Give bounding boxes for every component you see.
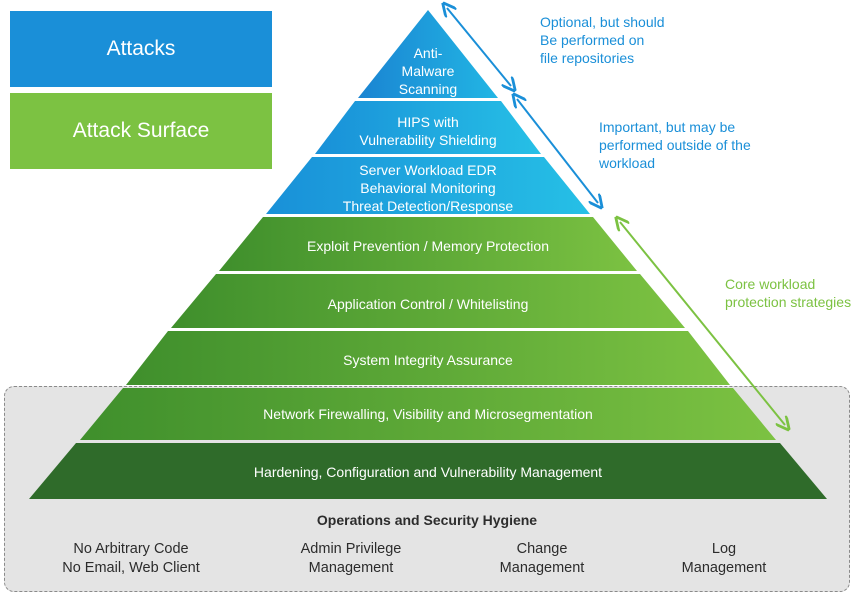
layer-label-line: Malware (401, 63, 455, 79)
note-line: Important, but may be (599, 119, 736, 135)
hygiene-item-log-management: Log Management (634, 540, 814, 578)
layer-label-line: Network Firewalling, Visibility and Micr… (263, 406, 593, 422)
layer-label-line: Vulnerability Shielding (359, 132, 497, 148)
hygiene-item-no-arbitrary-code: No Arbitrary Code No Email, Web Client (41, 540, 221, 578)
layer-hips (315, 101, 541, 154)
hygiene-line: Log (711, 541, 737, 557)
layer-label-line: Exploit Prevention / Memory Protection (307, 238, 549, 254)
hygiene-line: Management (308, 560, 394, 576)
legend-attacks-box: Attacks (10, 11, 272, 87)
hygiene-item-admin-privilege: Admin Privilege Management (261, 540, 441, 578)
layer-label-line: System Integrity Assurance (343, 352, 513, 368)
layer-label-edr: Server Workload EDR Behavioral Monitorin… (298, 161, 558, 215)
arrow-core (620, 222, 785, 425)
hygiene-title: Operations and Security Hygiene (316, 512, 538, 528)
layer-label-line: Hardening, Configuration and Vulnerabili… (253, 464, 603, 480)
layer-label-exploit-prevention: Exploit Prevention / Memory Protection (228, 237, 628, 255)
note-line: workload (599, 155, 656, 171)
layer-label-line: Application Control / Whitelisting (327, 296, 529, 312)
hygiene-line: No Arbitrary Code (73, 541, 189, 557)
legend-attack-surface-box: Attack Surface (10, 93, 272, 169)
hygiene-line: Change (516, 541, 568, 557)
layer-label-network-firewalling: Network Firewalling, Visibility and Micr… (178, 405, 678, 423)
layer-hardening (29, 443, 827, 499)
note-line: Optional, but should (540, 14, 665, 30)
legend-attack-surface-label: Attack Surface (72, 119, 210, 142)
legend-attacks-label: Attacks (106, 37, 176, 60)
layer-exploit-prevention (219, 217, 637, 271)
arrow-optional (447, 8, 511, 86)
note-optional: Optional, but should Be performed on fil… (540, 13, 665, 67)
layer-application-control (171, 274, 685, 328)
layer-edr (266, 157, 590, 214)
note-line: file repositories (540, 50, 635, 66)
layer-network-firewalling (80, 388, 776, 440)
hygiene-line: Management (681, 560, 767, 576)
layer-label-line: Server Workload EDR (359, 162, 497, 178)
note-line: protection strategies (725, 294, 852, 310)
hygiene-line: Admin Privilege (300, 541, 402, 557)
layer-label-line: Behavioral Monitoring (360, 180, 496, 196)
layer-label-line: Anti- (413, 45, 443, 61)
layer-label-line: Scanning (398, 81, 458, 97)
layer-label-line: Threat Detection/Response (342, 198, 514, 214)
hygiene-item-change-management: Change Management (452, 540, 632, 578)
note-line: performed outside of the (599, 137, 751, 153)
layer-label-hardening: Hardening, Configuration and Vulnerabili… (128, 463, 728, 481)
layer-label-hips: HIPS with Vulnerability Shielding (328, 113, 528, 149)
layer-system-integrity (126, 331, 730, 385)
layer-label-anti-malware: Anti- Malware Scanning (378, 44, 478, 98)
note-line: Core workload (725, 276, 816, 292)
layer-label-line: HIPS with (397, 114, 459, 130)
arrow-important (517, 99, 598, 203)
note-important: Important, but may be performed outside … (599, 118, 751, 172)
layer-label-system-integrity: System Integrity Assurance (228, 351, 628, 369)
note-line: Be performed on (540, 32, 645, 48)
layer-label-application-control: Application Control / Whitelisting (228, 295, 628, 313)
hygiene-line: Management (499, 560, 585, 576)
note-core: Core workload protection strategies (725, 275, 851, 311)
hygiene-line: No Email, Web Client (62, 560, 200, 576)
